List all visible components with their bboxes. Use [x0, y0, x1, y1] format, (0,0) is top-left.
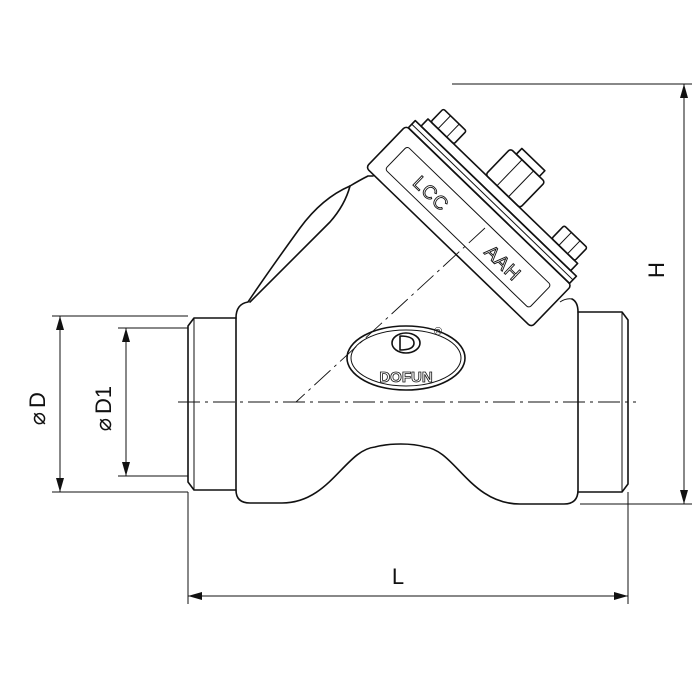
dimension-l: L	[187, 492, 629, 604]
registered-mark: ®	[434, 326, 442, 338]
cap-plug-center	[485, 147, 546, 208]
brand-logo: DOFUN ®	[346, 325, 466, 391]
cap-bolt-left	[430, 108, 467, 144]
body-outline	[235, 298, 579, 505]
dim-d-symbol: ⌀	[25, 412, 50, 425]
dimension-d: ⌀ D	[25, 315, 188, 493]
cap-bolt-right	[551, 225, 588, 261]
left-end-connection	[187, 317, 237, 491]
dimension-d1: ⌀ D1	[91, 327, 188, 477]
dim-d1-label: D1	[91, 386, 116, 414]
dim-d1-symbol: ⌀	[91, 418, 116, 431]
cap-marking-code: AAH	[480, 242, 525, 286]
valve-body	[178, 175, 636, 505]
branch-centerline	[295, 227, 486, 403]
cap-flange	[366, 126, 571, 327]
brand-name: DOFUN	[379, 369, 432, 386]
strainer-cap: LCC AAH	[366, 108, 588, 327]
dim-l-label: L	[392, 564, 404, 589]
logo-emblem	[391, 332, 421, 354]
cap-marking-material: LCC	[408, 172, 452, 216]
dim-h-label: H	[644, 262, 669, 278]
dimension-h: H	[452, 83, 692, 505]
dim-d-label: D	[25, 392, 50, 408]
